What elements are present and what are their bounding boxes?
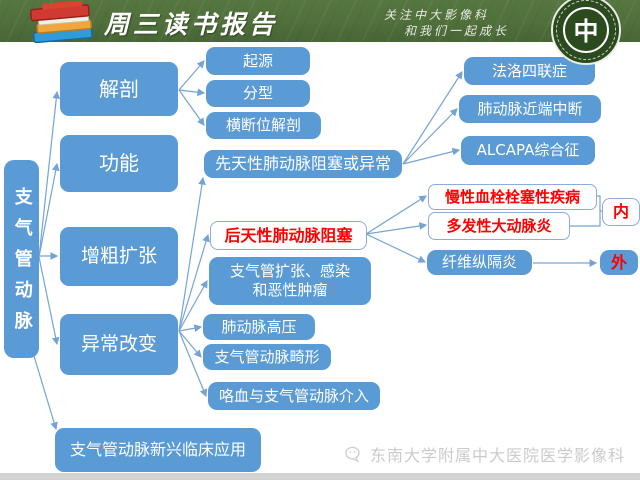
header-slogan-line1: 关注中大影像科	[384, 8, 490, 22]
wechat-logo-icon	[345, 446, 360, 463]
bronchiectasis-line1: 支气管扩张、感染	[229, 262, 350, 281]
connector-root-function	[38, 162, 60, 258]
node-chronic-thromboembolic-disease: 慢性血栓栓塞性疾病	[428, 184, 597, 210]
connector-abnormal-congenital	[178, 176, 206, 332]
node-hemoptysis-intervention: 咯血与支气管动脉介入	[208, 382, 380, 410]
connector-anatomy-cross-section	[178, 89, 205, 126]
node-acquired-pa-obstruction: 后天性肺动脉阻塞	[210, 221, 367, 250]
node-bronchiectasis-infection-malignancy: 支气管扩张、感染 和恶性肿瘤	[209, 257, 371, 305]
bronchiectasis-line2: 和恶性肿瘤	[252, 281, 328, 299]
node-emerging-clinical-applications: 支气管动脉新兴临床应用	[55, 428, 261, 472]
watermark-text: 东南大学附属中大医院医学影像科	[370, 446, 626, 465]
connector-abnormal-hemoptysis	[178, 330, 208, 398]
books-stack-icon	[29, 1, 93, 43]
hospital-seal-icon: 中	[551, 0, 621, 65]
connector-congenital-interruption	[402, 108, 458, 165]
watermark: 东南大学附属中大医院医学影像科	[344, 442, 625, 466]
header-band	[0, 0, 640, 42]
connector-root-clinical	[33, 355, 58, 431]
node-function: 功能	[60, 135, 178, 192]
node-pulmonary-hypertension: 肺动脉高压	[203, 314, 315, 340]
connector-congenital-fallot	[402, 71, 463, 165]
node-dilation: 增粗扩张	[60, 227, 178, 286]
header-slogan-line2: 和我们一起成长	[404, 24, 510, 38]
connector-anatomy-classification	[178, 88, 206, 97]
seal-center-character: 中	[573, 17, 599, 46]
seal-text-ring	[556, 0, 616, 60]
node-root-bronchial-artery: 支气管动脉	[4, 160, 39, 358]
connector-acquired-cteph	[365, 195, 427, 235]
node-anatomy: 解剖	[60, 62, 178, 116]
node-group-external: 外	[600, 250, 638, 275]
seal-inner-ring	[563, 7, 609, 53]
connector-congenital-alcapa	[402, 147, 461, 165]
connector-anatomy-origin	[178, 60, 205, 91]
connector-root-anatomy	[38, 90, 61, 258]
slide-title: 周三读书报告	[104, 10, 279, 39]
connector-acquired-fibrosing	[365, 233, 427, 263]
node-alcapa-syndrome: ALCAPA综合征	[461, 136, 595, 165]
node-abnormal-changes: 异常改变	[60, 314, 178, 375]
connector-abnormal-malformation	[178, 330, 202, 358]
connector-acquired-takayasu	[365, 222, 428, 235]
node-proximal-pa-interruption: 肺动脉近端中断	[459, 95, 601, 123]
connector-abnormal-pah	[178, 324, 203, 333]
connector-root-abnormal	[38, 256, 60, 346]
node-cross-sectional-anatomy: 横断位解剖	[206, 112, 321, 139]
node-bronchial-artery-malformation: 支气管动脉畸形	[203, 344, 331, 370]
node-takayasu-arteritis: 多发性大动脉炎	[428, 212, 570, 240]
node-fibrosing-mediastinitis: 纤维纵隔炎	[427, 250, 532, 275]
node-origin: 起源	[206, 47, 310, 75]
slide-bottom-edge	[0, 473, 640, 480]
node-congenital-pa-obstruction: 先天性肺动脉阻塞或异常	[204, 150, 402, 178]
node-classification: 分型	[206, 80, 310, 107]
node-group-internal: 内	[602, 198, 640, 226]
connector-abnormal-acquired	[178, 233, 210, 332]
